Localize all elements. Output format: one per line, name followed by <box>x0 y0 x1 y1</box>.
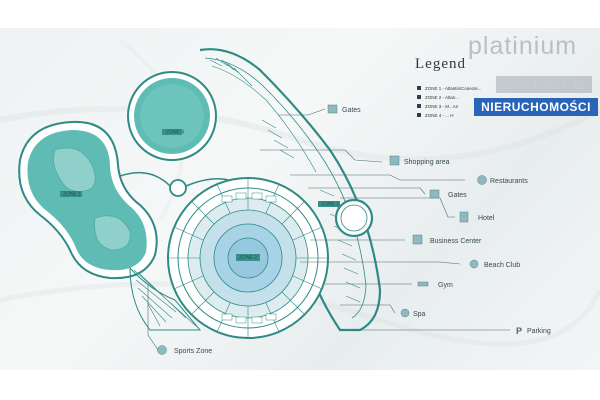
legend-item: ZONE 3 - M...An <box>417 104 459 109</box>
spa-label: Spa <box>413 311 426 318</box>
legend-item: ZONE 2 - Atlan... <box>417 95 459 100</box>
watermark-subtitle: ESTATE <box>496 76 593 93</box>
gates-east-label: Gates <box>448 192 467 199</box>
amenity-labels: Gates Shopping area Restaurants Gates Ho… <box>157 104 551 356</box>
roundabout <box>169 179 187 197</box>
zone-3-area: ZONE 3 <box>318 198 374 238</box>
restaurant-icon <box>477 175 487 185</box>
zone-2-label: ZONE 2 <box>239 255 257 261</box>
gym-icon <box>417 281 429 287</box>
parking[interactable]: P Parking <box>516 326 551 336</box>
svg-text:ZONE 4 - ... H: ZONE 4 - ... H <box>425 113 454 118</box>
sports-zone[interactable]: Sports Zone <box>157 345 213 356</box>
shopping-area-label: Shopping area <box>404 159 450 166</box>
shopping-icon <box>389 155 400 166</box>
gates-east[interactable]: Gates <box>429 189 467 199</box>
restaurants-label: Restaurants <box>490 178 528 185</box>
watermark: platinium ESTATE <box>466 32 600 124</box>
beach-club-label: Beach Club <box>484 262 520 269</box>
sports-zone-label: Sports Zone <box>174 348 212 355</box>
parking-label: Parking <box>527 328 551 335</box>
zone-1-label: ZONE 1 <box>63 192 81 198</box>
svg-text:ZONE 1 - Atlantis/Conecte...: ZONE 1 - Atlantis/Conecte... <box>425 86 482 91</box>
legend-item: ZONE 1 - Atlantis/Conecte... <box>417 86 482 91</box>
spa[interactable]: Spa <box>400 308 426 318</box>
beach-club-icon <box>469 259 479 269</box>
gym-label: Gym <box>438 282 453 289</box>
sports-zone-icon <box>157 345 167 355</box>
zone-3-label: ZONE 3 <box>321 202 339 208</box>
legend-item: ZONE 4 - ... H <box>417 113 454 118</box>
watermark-badge: NIERUCHOMOŚCI <box>474 98 598 116</box>
zone-4-label: ZONE 4 <box>166 130 184 136</box>
watermark-brand: platinium <box>468 32 578 60</box>
business-center[interactable]: Business Center <box>412 234 482 245</box>
parking-icon: P <box>516 326 522 336</box>
hotel[interactable]: Hotel <box>459 211 495 223</box>
zone-1-area: ZONE 1 <box>18 120 158 280</box>
restaurants[interactable]: Restaurants <box>477 175 529 186</box>
zone-2-area: ZONE 2 <box>167 177 329 339</box>
svg-text:ZONE 3 - M...An: ZONE 3 - M...An <box>425 104 459 109</box>
gate-icon <box>429 189 440 199</box>
leader-lines <box>147 108 510 351</box>
legend-title: Legend <box>415 56 466 72</box>
hotel-icon <box>459 211 469 223</box>
legend: Legend ZONE 1 - Atlantis/Conecte... ZONE… <box>415 56 482 118</box>
zone-4-area: ZONE 4 <box>127 71 217 161</box>
shopping-area[interactable]: Shopping area <box>389 155 450 166</box>
business-center-icon <box>412 234 423 245</box>
svg-text:ZONE 2 - Atlan...: ZONE 2 - Atlan... <box>425 95 459 100</box>
sports-zone-area <box>129 266 202 331</box>
business-center-label: Business Center <box>430 238 482 245</box>
gate-icon <box>327 104 338 114</box>
beach-club[interactable]: Beach Club <box>469 259 520 269</box>
hotel-label: Hotel <box>478 215 495 222</box>
gates-north[interactable]: Gates <box>327 104 361 114</box>
gym[interactable]: Gym <box>417 281 453 289</box>
spa-icon <box>400 308 410 318</box>
gates-north-label: Gates <box>342 107 361 114</box>
